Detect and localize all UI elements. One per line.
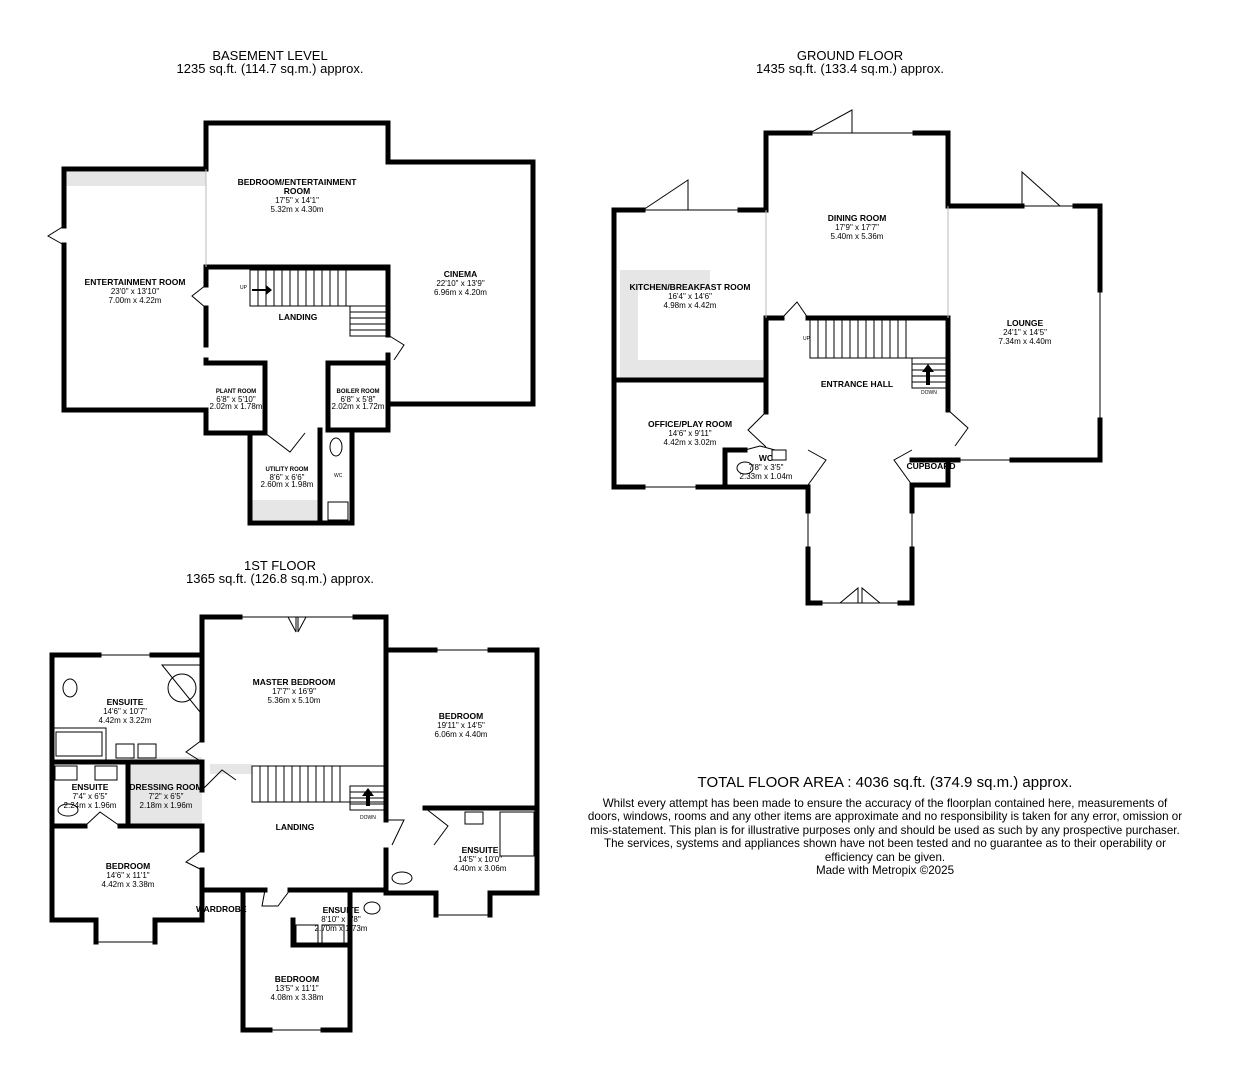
ground-stair-treads — [817, 320, 946, 383]
total-floor-area: TOTAL FLOOR AREA : 4036 sq.ft. (374.9 sq… — [697, 774, 1073, 791]
room-dressing: DRESSING ROOM 7'2" x 6'5" 2.18m x 1.96m — [129, 782, 203, 811]
room-bedroom-entertainment: BEDROOM/ENTERTAINMENT ROOM 17'5" x 14'1"… — [237, 177, 357, 215]
disclaimer-text: Whilst every attempt has been made to en… — [587, 797, 1183, 864]
first-stair-treads — [259, 766, 384, 805]
room-ensuite-small: ENSUITE 7'4" x 6'5" 2.24m x 1.96m — [63, 782, 117, 811]
basement-up-label: UP — [240, 285, 247, 291]
basement-walls — [61, 120, 536, 526]
room-plant: PLANT ROOM 6'8" x 5'10" 2.02m x 1.78m — [209, 389, 263, 411]
room-cupboard: CUPBOARD — [906, 461, 956, 471]
first-title: 1ST FLOOR — [243, 558, 316, 573]
room-kitchen: KITCHEN/BREAKFAST ROOM 16'4" x 14'6" 4.9… — [629, 282, 751, 311]
first-down-label: DOWN — [360, 815, 376, 821]
basement-title: BASEMENT LEVEL — [212, 48, 328, 63]
basement-area: 1235 sq.ft. (114.7 sq.m.) approx. — [176, 61, 364, 76]
first-area: 1365 sq.ft. (126.8 sq.m.) approx. — [186, 571, 374, 586]
bathtub — [160, 664, 201, 714]
room-wc: WC 7'8" x 3'5" 2.33m x 1.04m — [739, 453, 793, 482]
ground-up-label: UP — [803, 336, 810, 342]
room-lounge: LOUNGE 24'1" x 14'5" 7.34m x 4.40m — [998, 318, 1052, 347]
metropix-credit: Made with Metropix ©2025 — [815, 864, 955, 878]
ground-walls — [611, 130, 1103, 606]
room-utility: UTILITY ROOM 8'6" x 6'6" 2.60m x 1.98m — [260, 467, 314, 489]
ground-down-label: DOWN — [921, 390, 937, 396]
disclaimer-block: Whilst every attempt has been made to en… — [586, 797, 1184, 877]
room-cinema: CINEMA 22'10" x 13'9" 6.96m x 4.20m — [434, 269, 487, 298]
room-entrance-hall: ENTRANCE HALL — [820, 379, 894, 389]
room-bedroom-2: BEDROOM 19'11" x 14'5" 6.06m x 4.40m — [434, 711, 488, 740]
basement-header: BASEMENT LEVEL 1235 sq.ft. (114.7 sq.m.)… — [160, 49, 380, 75]
room-dining: DINING ROOM 17'9" x 17'7" 5.40m x 5.36m — [827, 213, 887, 242]
ground-area: 1435 sq.ft. (133.4 sq.m.) approx. — [756, 61, 944, 76]
ground-header: GROUND FLOOR 1435 sq.ft. (133.4 sq.m.) a… — [740, 49, 960, 75]
room-boiler: BOILER ROOM 6'8" x 5'8" 2.02m x 1.72m — [331, 389, 385, 411]
room-office: OFFICE/PLAY ROOM 14'6" x 9'11" 4.42m x 3… — [647, 419, 733, 448]
room-ensuite-bed2: ENSUITE 14'5" x 10'0" 4.40m x 3.06m — [453, 845, 507, 874]
room-wardrobe: WARDROBE — [196, 904, 247, 914]
room-basement-landing: LANDING — [278, 312, 318, 322]
room-master-bedroom: MASTER BEDROOM 17'7" x 16'9" 5.36m x 5.1… — [252, 677, 336, 706]
basement-wc-label: WC — [334, 473, 343, 479]
room-ensuite-main: ENSUITE 14'6" x 10'7" 4.42m x 3.22m — [98, 697, 152, 726]
room-bedroom-3: BEDROOM 14'6" x 11'1" 4.42m x 3.38m — [101, 861, 155, 890]
room-first-landing: LANDING — [275, 822, 315, 832]
room-entertainment: ENTERTAINMENT ROOM 23'0" x 13'10" 7.00m … — [84, 277, 186, 306]
first-header: 1ST FLOOR 1365 sq.ft. (126.8 sq.m.) appr… — [170, 559, 390, 585]
first-walls — [49, 614, 540, 1033]
ground-title: GROUND FLOOR — [796, 48, 904, 63]
room-ensuite-bed4: ENSUITE 8'10" x 5'8" 2.70m x 1.73m — [314, 905, 368, 934]
room-bedroom-4: BEDROOM 13'5" x 11'1" 4.08m x 3.38m — [270, 974, 324, 1003]
